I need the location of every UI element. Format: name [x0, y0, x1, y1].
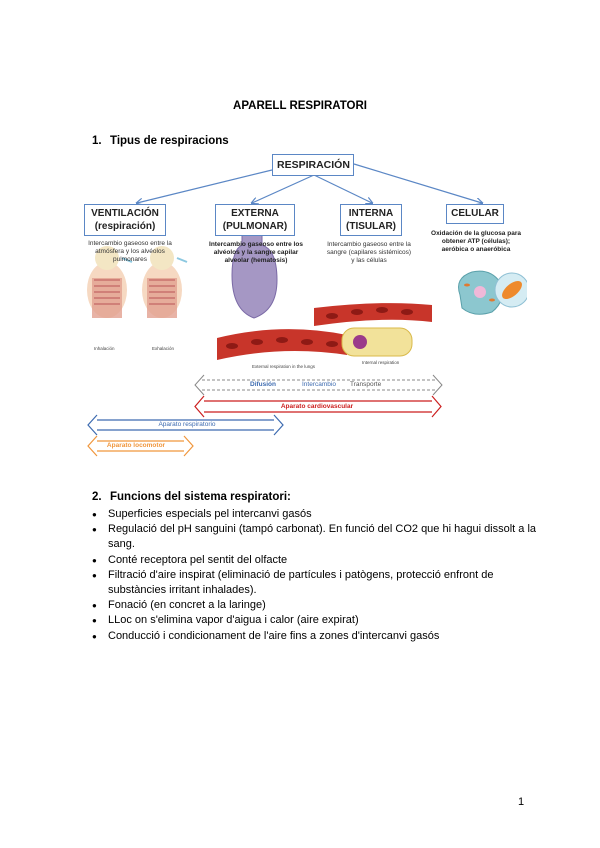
caption-inhalation: Inhalación	[94, 346, 115, 351]
type-title: INTERNA	[348, 208, 394, 219]
type-subtitle: (respiración)	[94, 221, 156, 232]
section-2-number: 2.	[92, 491, 102, 503]
caption-external-respiration: External respiration in the lungs	[252, 364, 316, 369]
respiration-diagram: RESPIRACIÓN VENTILACIÓN (respiración) EX…	[82, 150, 527, 470]
type-box-celular: CELULAR	[446, 204, 504, 224]
type-box-externa: EXTERNA (PULMONAR)	[215, 204, 295, 236]
list-item: Regulació del pH sanguini (tampó carbona…	[92, 522, 538, 552]
functions-list: Superficies especials pel intercanvi gas…	[92, 507, 538, 644]
process-arrow	[194, 374, 443, 396]
connector-interna	[313, 174, 372, 203]
root-box-respiracion: RESPIRACIÓN	[272, 154, 354, 176]
section-2-heading: 2. Funcions del sistema respiratori:	[92, 491, 291, 503]
tissue-illustration	[314, 303, 432, 357]
respiratory-arrow	[87, 414, 284, 436]
connector-celular	[353, 163, 482, 203]
list-item: Superficies especials pel intercanvi gas…	[92, 507, 538, 522]
process-label-intercambio: Intercambio	[302, 381, 336, 388]
type-box-interna: INTERNA (TISULAR)	[340, 204, 402, 236]
cardiovascular-arrow	[194, 395, 442, 418]
list-item: Conté receptora pel sentit del olfacte	[92, 553, 538, 568]
label-respiratorio: Aparato respiratorio	[158, 421, 216, 428]
type-subtitle: (PULMONAR)	[222, 221, 288, 232]
cell-illustration	[458, 270, 527, 315]
connector-ventilacion	[137, 169, 273, 203]
document-title: APARELL RESPIRATORI	[233, 100, 367, 112]
list-item: Fonació (en concret a la laringe)	[92, 598, 538, 613]
process-label-difusion: Difusión	[250, 381, 276, 388]
type-box-ventilacion: VENTILACIÓN (respiración)	[84, 204, 166, 236]
label-cardiovascular: Aparato cardiovascular	[280, 403, 354, 410]
description-ventilacion: Intercambio gaseoso entre la atmósfera y…	[88, 240, 172, 263]
list-item: LLoc on s'elimina vapor d'aigua i calor …	[92, 613, 538, 628]
description-celular: Oxidación de la glucosa para obtener ATP…	[431, 230, 521, 253]
section-1-title: Tipus de respiracions	[110, 135, 229, 147]
type-title: VENTILACIÓN	[91, 208, 159, 219]
type-title: CELULAR	[451, 208, 499, 219]
list-item: Filtració d'aire inspirat (eliminació de…	[92, 568, 538, 598]
type-title: EXTERNA	[231, 208, 279, 219]
description-interna: Intercambio gaseoso entre la sangre (cap…	[326, 241, 412, 264]
locomotor-arrow	[87, 435, 194, 457]
section-2-title: Funcions del sistema respiratori:	[110, 491, 291, 503]
section-1-heading: 1. Tipus de respiracions	[92, 135, 229, 147]
diagram-connectors	[87, 163, 527, 457]
label-locomotor: Aparato locomotor	[106, 442, 166, 449]
ventilation-illustration	[87, 246, 188, 318]
caption-internal-respiration: Internal respiration	[362, 360, 400, 365]
alveolus-illustration	[217, 229, 347, 360]
section-1-number: 1.	[92, 135, 102, 147]
process-label-transporte: Transporte	[350, 381, 382, 388]
description-externa: Intercambio gaseoso entre los alvéolos y…	[209, 241, 303, 264]
page-number: 1	[518, 796, 525, 808]
caption-exhalation: Exhalación	[152, 346, 175, 351]
list-item: Conducció i condicionament de l'aire fin…	[92, 629, 538, 644]
connector-externa	[252, 174, 315, 203]
type-subtitle: (TISULAR)	[346, 221, 396, 232]
